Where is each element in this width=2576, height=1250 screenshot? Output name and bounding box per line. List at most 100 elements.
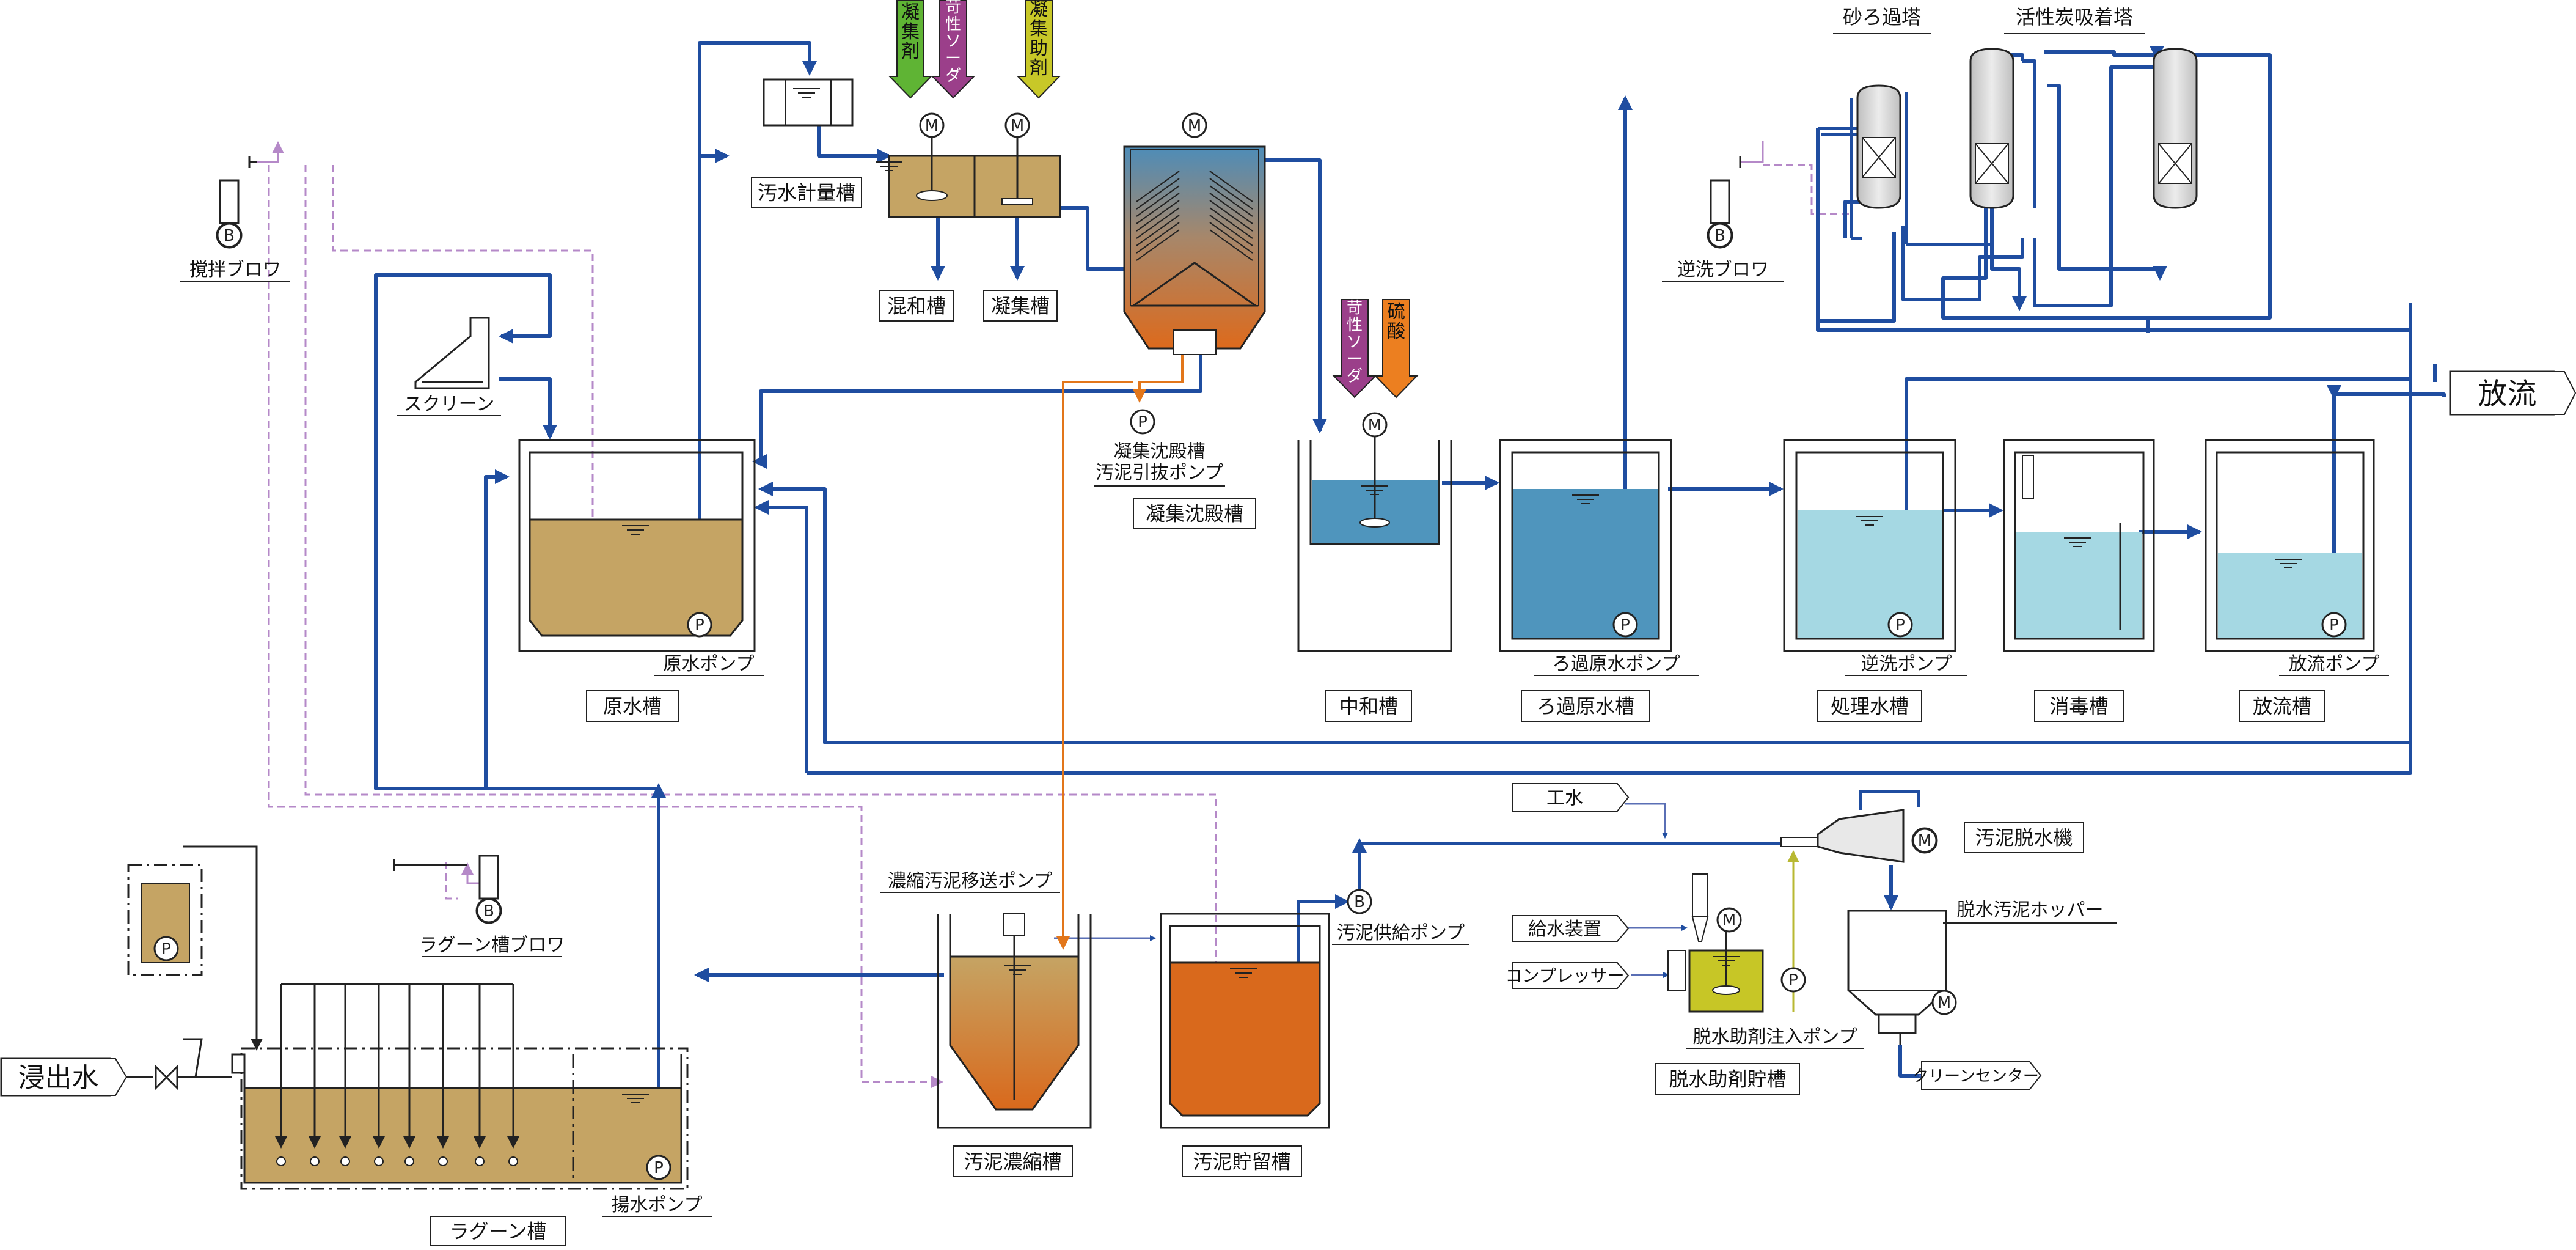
svg-text:P: P (1895, 616, 1905, 634)
diffuser-8 (507, 984, 519, 1166)
carbon-tower-2 (2153, 48, 2198, 209)
discharge-tank (2205, 439, 2375, 652)
label-lagoon: ラグーン槽 (430, 1216, 566, 1246)
svg-text:M: M (1011, 117, 1024, 135)
label-hopper: 脱水汚泥ホッパー (1943, 899, 2117, 924)
arrow-label-water-supply: 給水装置 (1512, 915, 1630, 942)
neutral-tank (1297, 434, 1452, 652)
svg-text:中和槽: 中和槽 (1339, 695, 1398, 718)
settling-pump-symbol: P (1130, 409, 1155, 435)
svg-text:ろ過原水槽: ろ過原水槽 (1537, 695, 1634, 718)
dewater-hopper (1847, 910, 1956, 1045)
svg-text:ー: ー (1347, 350, 1363, 369)
svg-text:汚泥脱水機: 汚泥脱水機 (1975, 826, 2073, 850)
mixer-motor-2: M (1004, 112, 1030, 138)
svg-text:性: 性 (945, 15, 961, 34)
svg-text:ソ: ソ (1347, 333, 1363, 351)
raw-pump-symbol: P (687, 612, 712, 638)
svg-text:汚泥引抜ポンプ: 汚泥引抜ポンプ (1096, 462, 1223, 483)
svg-text:逆洗ブロワ: 逆洗ブロワ (1677, 259, 1769, 281)
svg-text:集: 集 (901, 21, 920, 43)
diffuser-4 (373, 984, 385, 1166)
thickener (937, 913, 1092, 1129)
svg-text:助: 助 (1030, 38, 1048, 59)
svg-text:B: B (483, 902, 494, 921)
mix-coag-tanks (888, 138, 1061, 218)
label-backwash-pump: 逆洗ポンプ (1845, 653, 1967, 676)
lift-pump-symbol: P (646, 1155, 671, 1180)
svg-text:M: M (1368, 416, 1381, 435)
svg-text:P: P (1138, 413, 1147, 432)
label-feed-pump: 汚泥供給ポンプ (1332, 922, 1469, 945)
svg-text:放流槽: 放流槽 (2253, 695, 2311, 718)
settling-tank (1123, 145, 1266, 355)
svg-text:ダ: ダ (945, 67, 961, 85)
level-mark-3 (1361, 485, 1388, 495)
svg-text:剤: 剤 (901, 41, 920, 62)
level-mark-12 (1713, 956, 1740, 966)
svg-text:活性炭吸着塔: 活性炭吸着塔 (2016, 6, 2133, 29)
svg-text:M: M (1722, 911, 1736, 930)
level-mark-7 (2275, 559, 2302, 568)
diffuser-5 (403, 984, 415, 1166)
backwash-pump-symbol: P (1887, 612, 1913, 638)
chemical-arrows (888, 0, 1419, 399)
label-backwash-blower: 逆洗ブロワ (1662, 259, 1784, 282)
feed-pump-symbol: B (1347, 889, 1372, 914)
svg-text:ー: ー (945, 50, 961, 68)
svg-text:P: P (1788, 971, 1798, 990)
svg-text:消毒槽: 消毒槽 (2049, 695, 2108, 718)
label-filter-raw-tank: ろ過原水槽 (1521, 690, 1650, 722)
label-disinfect-tank: 消毒槽 (2034, 690, 2124, 722)
svg-text:放流: 放流 (2478, 377, 2536, 411)
svg-text:凝集沈殿槽: 凝集沈殿槽 (1146, 502, 1243, 526)
svg-text:M: M (1918, 832, 1931, 850)
svg-text:脱水助剤注入ポンプ: 脱水助剤注入ポンプ (1692, 1026, 1857, 1048)
svg-text:P: P (1620, 616, 1630, 634)
discharge-pump-symbol: P (2321, 612, 2347, 638)
svg-text:揚水ポンプ: 揚水ポンプ (611, 1194, 702, 1216)
label-settling-tank: 凝集沈殿槽 (1133, 498, 1256, 529)
lagoon-blower-symbol: B (476, 898, 502, 924)
arrow-label-intake-water: 浸出水 (1, 1058, 128, 1096)
label-lift-pump: 揚水ポンプ (602, 1194, 712, 1217)
svg-text:汚泥貯留槽: 汚泥貯留槽 (1193, 1150, 1290, 1174)
aid-tank (1667, 873, 1764, 1013)
screen-equipment (414, 317, 490, 389)
arrow-label-discharge: 放流 (2450, 371, 2576, 415)
level-mark-6 (2064, 537, 2091, 547)
svg-text:M: M (1188, 117, 1201, 135)
svg-text:汚水計量槽: 汚水計量槽 (758, 182, 855, 205)
svg-text:ダ: ダ (1347, 367, 1363, 386)
air-lines (268, 164, 1851, 1094)
mixer-motor-1: M (919, 112, 945, 138)
aid-tank-motor: M (1716, 907, 1742, 933)
label-lagoon-blower: ラグーン槽ブロワ (419, 935, 565, 957)
svg-text:放流ポンプ: 放流ポンプ (2288, 653, 2379, 675)
label-mixing-tank: 混和槽 (879, 290, 954, 322)
level-mark-9 (1004, 965, 1031, 975)
diffuser-7 (474, 984, 486, 1166)
svg-text:コンプレッサー: コンプレッサー (1505, 966, 1624, 986)
small-tank-pump-symbol: P (153, 936, 179, 961)
svg-text:汚泥供給ポンプ: 汚泥供給ポンプ (1337, 922, 1465, 944)
svg-text:凝集沈殿槽: 凝集沈殿槽 (1114, 441, 1206, 463)
filter-raw-pump-symbol: P (1612, 612, 1638, 638)
label-aid-tank: 脱水助剤貯槽 (1655, 1063, 1800, 1095)
carbon-tower-1 (1969, 48, 2014, 209)
svg-text:M: M (925, 117, 939, 135)
level-mark-2 (876, 161, 902, 171)
svg-text:ラグーン槽: ラグーン槽 (450, 1220, 546, 1243)
metering-tank (763, 78, 854, 127)
svg-text:B: B (1354, 893, 1365, 911)
svg-text:原水ポンプ: 原水ポンプ (663, 653, 754, 675)
svg-text:酸: 酸 (1387, 321, 1405, 342)
level-mark-10 (1230, 968, 1257, 978)
backwash-blower-symbol: B (1707, 222, 1733, 248)
svg-text:浸出水: 浸出水 (18, 1062, 99, 1094)
label-storage: 汚泥貯留槽 (1182, 1145, 1302, 1177)
label-coag-tank: 凝集槽 (983, 290, 1058, 322)
